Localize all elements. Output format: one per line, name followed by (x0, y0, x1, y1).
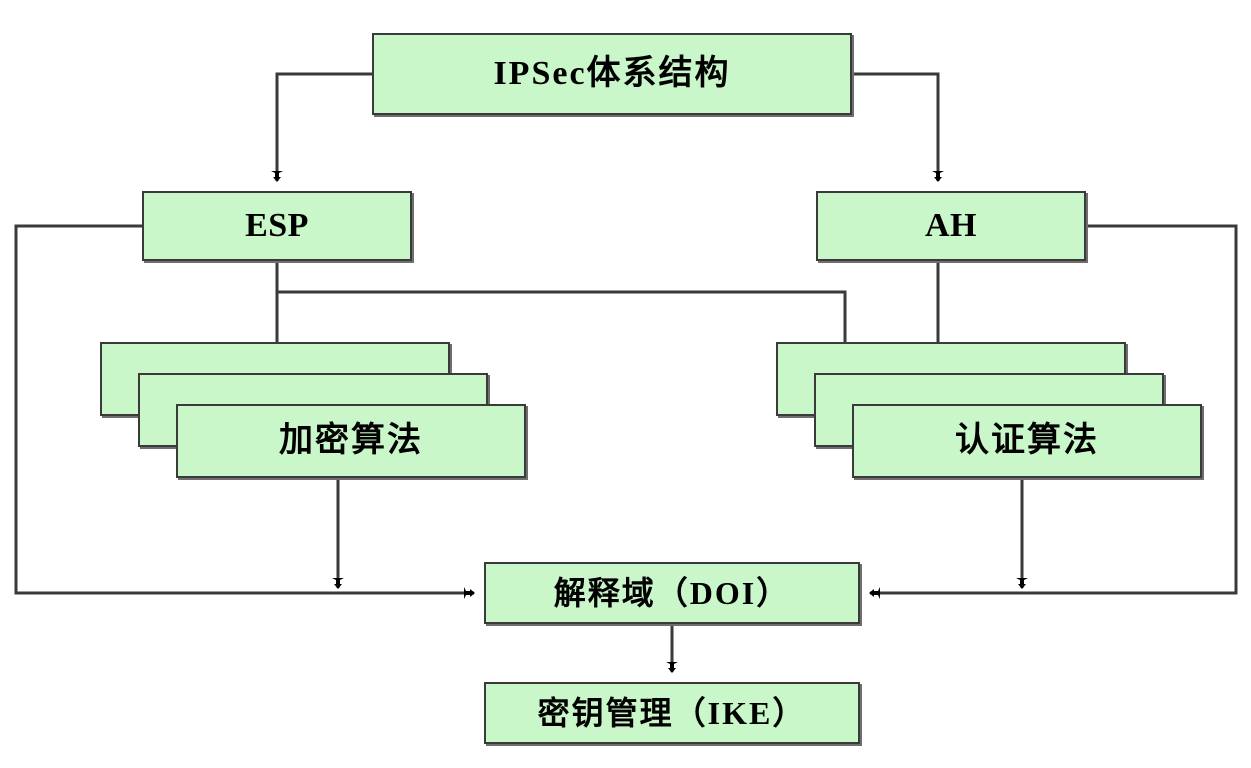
node-key-management-label: 密钥管理（IKE） (537, 695, 807, 731)
node-key-management[interactable]: 密钥管理（IKE） (484, 682, 860, 744)
node-ah-label: AH (925, 207, 977, 244)
node-esp[interactable]: ESP (142, 191, 412, 261)
node-encryption-algorithm-label: 加密算法 (279, 422, 423, 459)
node-domain-of-interpretation-label: 解释域（DOI） (553, 575, 791, 611)
edge-ah-loop-to-doi (869, 224, 1238, 599)
edge-esp-loop-to-doi (14, 224, 475, 599)
node-ah[interactable]: AH (816, 191, 1086, 261)
node-authentication-algorithm-label: 认证算法 (955, 422, 1099, 459)
node-authentication-algorithm[interactable]: 认证算法 (852, 404, 1202, 478)
edge-root-to-esp (271, 72, 372, 182)
node-encryption-algorithm[interactable]: 加密算法 (176, 404, 526, 478)
edge-root-to-ah (852, 72, 944, 182)
node-ipsec-architecture-label: IPSec体系结构 (493, 55, 731, 92)
node-domain-of-interpretation[interactable]: 解释域（DOI） (484, 562, 860, 624)
node-esp-label: ESP (245, 207, 309, 244)
node-ipsec-architecture[interactable]: IPSec体系结构 (372, 33, 852, 115)
